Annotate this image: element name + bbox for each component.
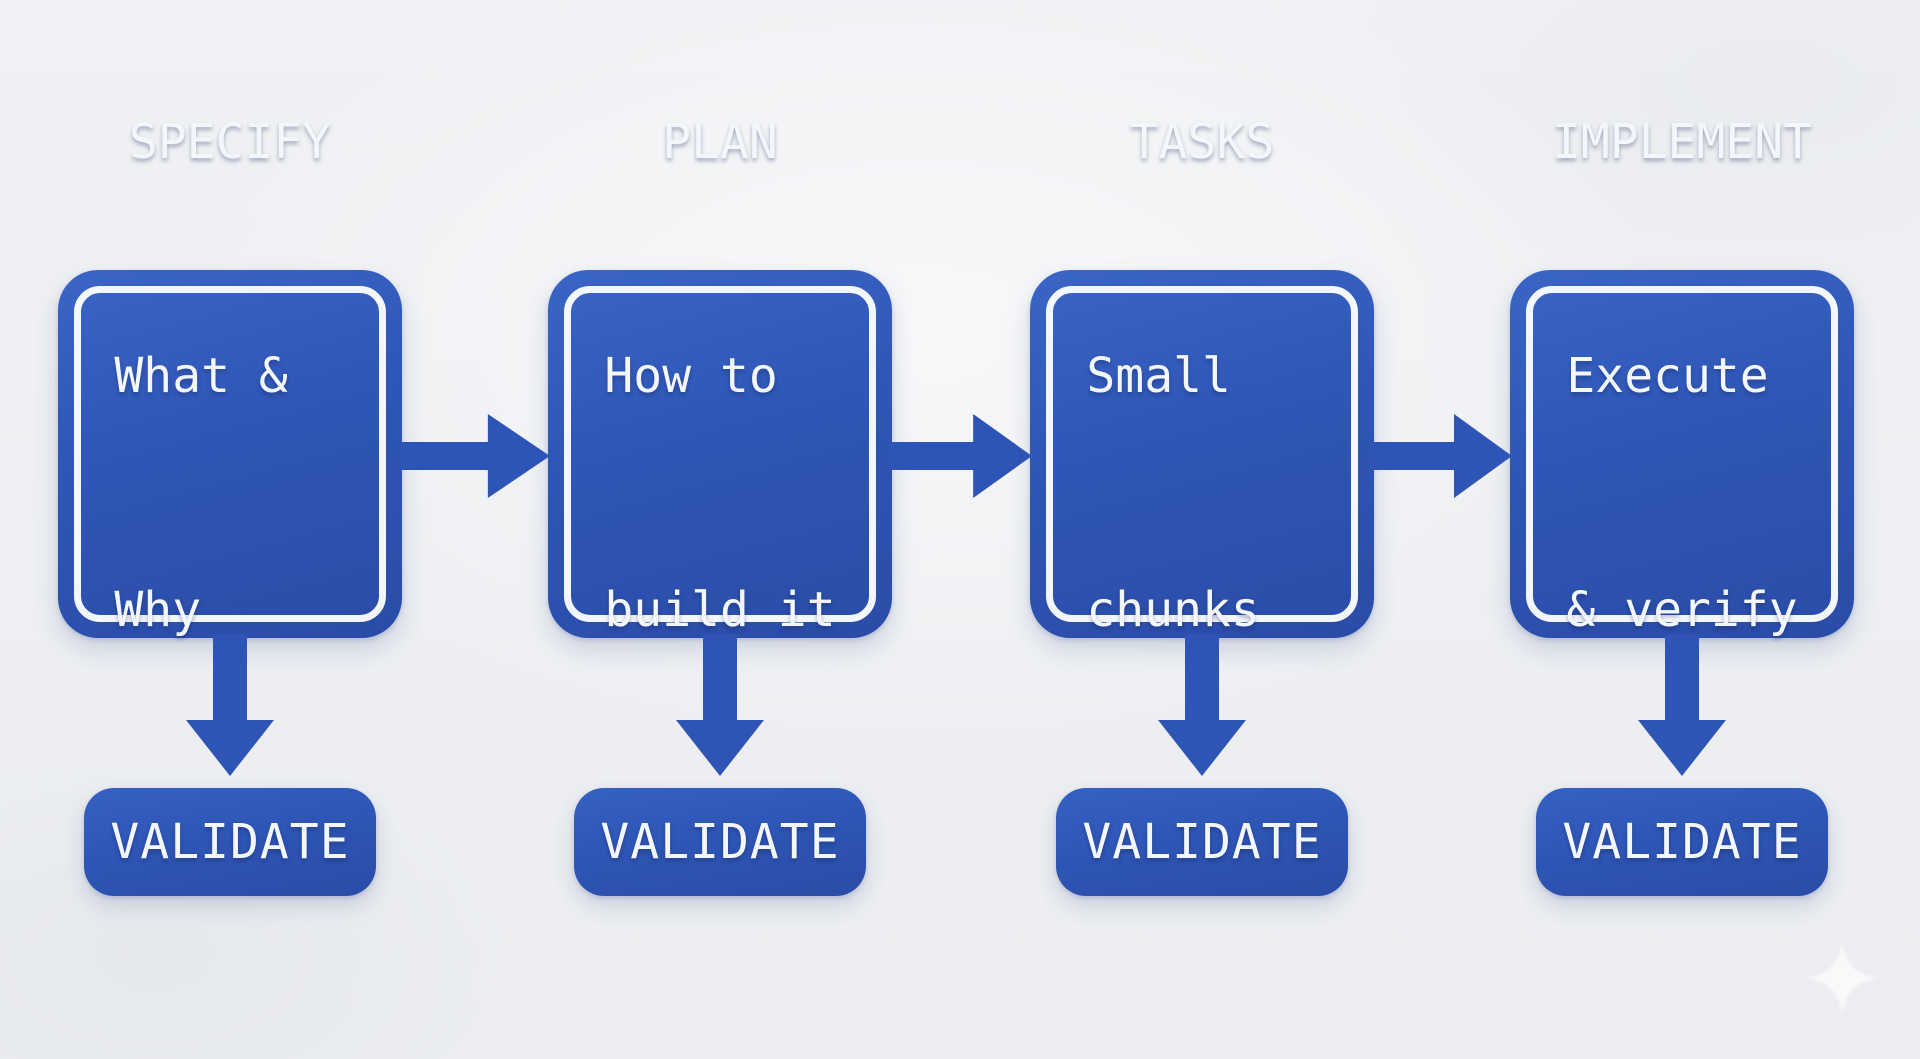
stage-title: PLAN <box>662 114 778 170</box>
stage-box-inner-border: TASKS Small chunks <box>1046 114 1358 638</box>
stage-box-inner-border: IMPLEMENT Execute & verify <box>1526 114 1838 638</box>
stage-description: How to build it <box>604 181 835 805</box>
stage-box-inner-border: PLAN How to build it <box>564 114 876 638</box>
validate-badge: VALIDATE <box>84 788 376 896</box>
validate-badge: VALIDATE <box>1536 788 1828 896</box>
validate-badge: VALIDATE <box>1056 788 1348 896</box>
sparkle-icon <box>1806 942 1878 1014</box>
validate-label: VALIDATE <box>1562 814 1802 870</box>
stage-desc-line: & verify <box>1566 582 1798 638</box>
stage-box-tasks: TASKS Small chunks <box>1030 114 1374 638</box>
arrow-down-icon <box>186 634 274 776</box>
stage-title: SPECIFY <box>128 114 332 170</box>
stage-desc-line: Execute <box>1566 348 1769 404</box>
stage-desc-line: How to <box>604 348 778 404</box>
stage-desc-line: build it <box>604 582 836 638</box>
stage-box-inner-border: SPECIFY What & Why <box>74 114 386 638</box>
arrow-right-icon <box>1372 414 1512 498</box>
arrow-right-icon <box>890 414 1032 498</box>
stage-box-plan: PLAN How to build it <box>548 114 892 638</box>
stage-desc-line: Why <box>114 582 202 638</box>
stage-desc-line: What & <box>114 348 288 404</box>
stage-title: IMPLEMENT <box>1551 114 1813 170</box>
validate-badge: VALIDATE <box>574 788 866 896</box>
validate-label: VALIDATE <box>110 814 350 870</box>
stage-desc-line: chunks <box>1086 582 1260 638</box>
stage-box-implement: IMPLEMENT Execute & verify <box>1510 114 1854 638</box>
stage-description: Execute & verify <box>1566 181 1797 805</box>
arrow-down-icon <box>676 634 764 776</box>
arrow-down-icon <box>1158 634 1246 776</box>
stage-description: What & Why <box>114 181 345 805</box>
stage-title: TASKS <box>1129 114 1275 170</box>
arrow-down-icon <box>1638 634 1726 776</box>
validate-label: VALIDATE <box>600 814 840 870</box>
stage-desc-line: Small <box>1086 348 1231 404</box>
arrow-right-icon <box>400 414 550 498</box>
validate-label: VALIDATE <box>1082 814 1322 870</box>
stage-box-specify: SPECIFY What & Why <box>58 114 402 638</box>
stage-description: Small chunks <box>1086 181 1317 805</box>
